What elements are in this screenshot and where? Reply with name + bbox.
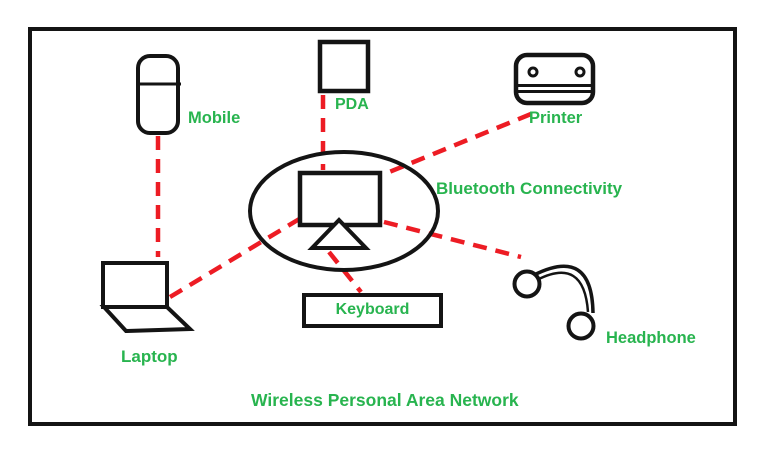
computer-icon [297, 170, 383, 250]
mobile-icon [136, 54, 181, 135]
diagram-title: Wireless Personal Area Network [251, 390, 519, 410]
connection-headphone-computer [383, 219, 522, 260]
connection-printer-computer [381, 111, 532, 178]
mobile-label: Mobile [188, 109, 241, 127]
bluetooth-connectivity-label: Bluetooth Connectivity [436, 179, 623, 198]
printer-icon [513, 52, 596, 106]
laptop-icon [99, 261, 195, 334]
connection-keyboard-computer [327, 250, 363, 294]
diagram-border [28, 27, 737, 426]
printer-label: Printer [529, 109, 583, 127]
keyboard-box [302, 293, 443, 328]
pda-label: PDA [335, 96, 369, 113]
bluetooth-zone [248, 150, 440, 272]
bluetooth-ellipse [248, 150, 440, 272]
headphone-label: Headphone [606, 329, 696, 347]
laptop-label: Laptop [121, 347, 178, 366]
connection-laptop-computer [168, 216, 303, 299]
headphone-icon [512, 264, 596, 341]
connection-lines [155, 95, 532, 299]
pda-icon [317, 39, 371, 94]
keyboard-label: Keyboard [335, 301, 410, 318]
